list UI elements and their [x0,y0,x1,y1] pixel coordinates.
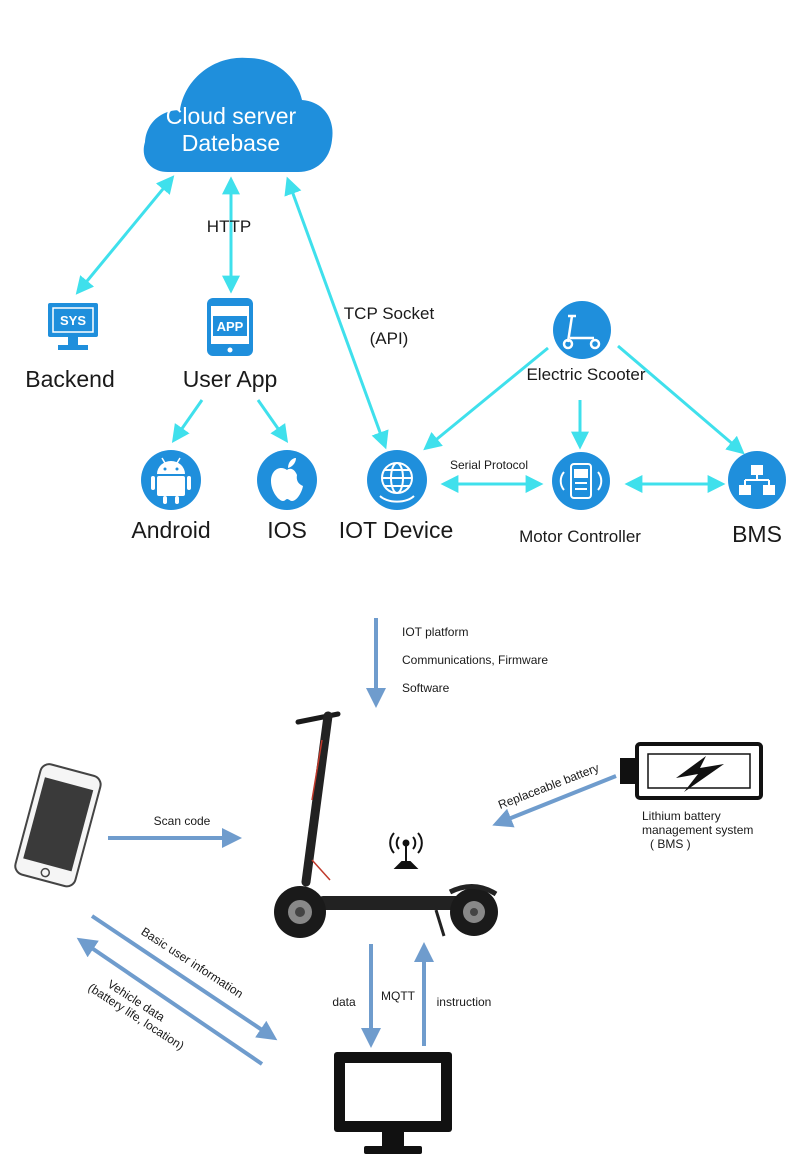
replaceable-battery-arrow [492,774,617,828]
basic-user-info-arrow [90,914,278,1041]
mqtt-label: MQTT [381,989,416,1003]
iot-device-node: IOT Device [339,450,454,543]
battery-text-line3: ( BMS ) [650,837,691,851]
electric-scooter-label: Electric Scooter [526,365,645,384]
cloud-icon [143,57,333,172]
motor-controller-node: Motor Controller [519,452,641,546]
bms-label: BMS [732,521,782,547]
scooter-icon [553,301,611,359]
http-label: HTTP [207,217,251,236]
backend-node: SYS Backend [25,303,115,392]
vehicle-data-arrow [76,937,264,1066]
userapp-android-link [171,399,204,443]
antenna-icon [389,832,423,869]
iot-platform-line1: IOT platform [402,625,468,639]
tablet-app-icon [207,298,253,356]
cloud-backend-link [75,175,175,295]
scan-code-label: Scan code [154,814,211,828]
userapp-ios-link [256,399,289,443]
globe-icon [367,450,427,510]
tcp-label-line2: (API) [370,329,409,348]
controller-icon [552,452,610,510]
scooter-bms-link [617,344,745,455]
scooter-iot-link [423,346,549,451]
cyan-connectors [75,175,745,493]
user-app-label: User App [183,366,278,392]
desktop-monitor-icon [334,1052,452,1154]
serial-protocol-label: Serial Protocol [450,458,528,472]
ios-node: IOS [257,450,317,543]
cloud-server-node: Cloud server Datebase [143,57,333,172]
app-icon-text: APP [217,319,244,334]
iot-platform-line2: Communications, Firmware [402,653,548,667]
monitor-sys-icon [48,303,98,350]
android-label: Android [131,517,210,543]
iot-platform-line3: Software [402,681,450,695]
kick-scooter-illustration [274,711,498,938]
ios-label: IOS [267,517,307,543]
sys-icon-text: SYS [60,313,86,328]
iot-device-label: IOT Device [339,517,454,543]
tcp-label-line1: TCP Socket [344,304,435,323]
motor-controller-label: Motor Controller [519,527,641,546]
smartphone-icon [14,763,102,888]
bms-node: BMS [728,451,786,547]
instruction-label: instruction [437,995,492,1009]
user-app-node: APP User App [183,298,278,392]
battery-icon [620,742,763,800]
cloud-title-line2: Datebase [182,130,280,156]
data-label: data [332,995,356,1009]
battery-text-line2: management system [642,823,753,837]
android-node: Android [131,450,211,543]
battery-text-line1: Lithium battery [642,809,721,823]
electric-scooter-node: Electric Scooter [526,301,646,384]
backend-label: Backend [25,366,115,392]
cloud-iot-link [284,176,389,450]
cloud-title-line1: Cloud server [166,103,297,129]
